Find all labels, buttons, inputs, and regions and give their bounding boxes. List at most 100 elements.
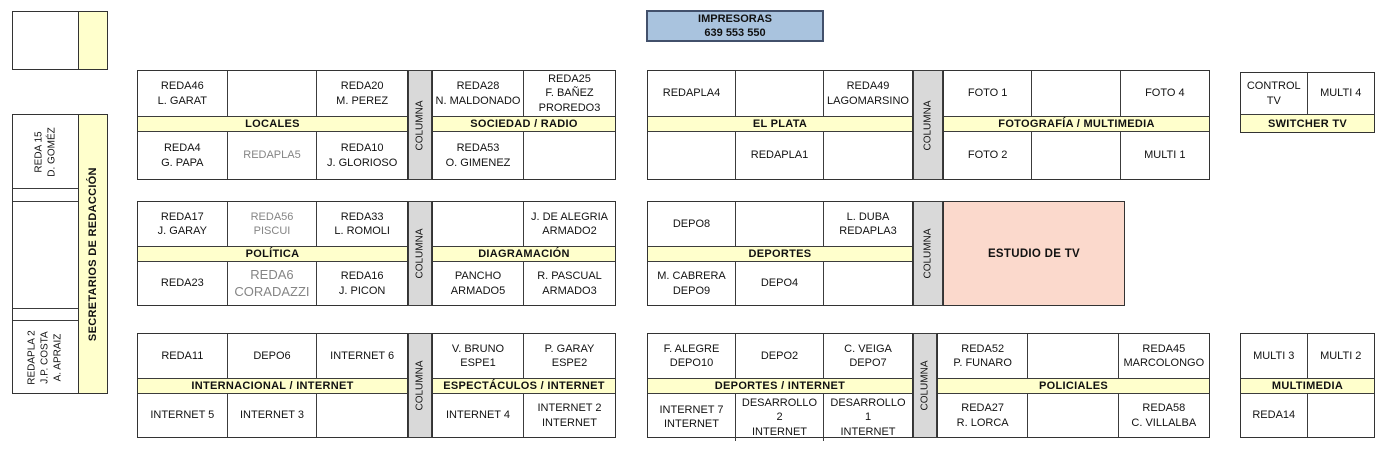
left-desk-column: REDA 15 D. GOMÉZ REDAPLA 2 J.P. COSTA A.…: [12, 114, 79, 394]
desk-cell: REDA17 J. GARAY: [138, 202, 228, 247]
columna-strip: COLUMNA: [913, 201, 943, 306]
section-header: EL PLATA: [648, 117, 912, 132]
corner-desk-box: [12, 11, 108, 70]
desk-cell: REDAPLA4: [648, 71, 736, 117]
desk-cell: [736, 71, 824, 117]
desk-redapla2-label: REDAPLA 2 J.P. COSTA A. APRAIZ: [26, 329, 64, 385]
desk-cell: R. PASCUAL ARMADO3: [537, 270, 602, 297]
desk-cell: REDAPLA1: [736, 132, 824, 179]
desk-cell: [824, 262, 912, 305]
desk-cell: MULTI 4: [1307, 73, 1374, 115]
columna-label: COLUMNA: [922, 99, 934, 151]
desk-cell: INTERNET 3: [228, 394, 318, 437]
desk-cell: [824, 132, 912, 179]
section-header: DEPORTES: [648, 247, 912, 262]
desk-cell: REDA10 J. GLORIOSO: [327, 142, 398, 169]
desk-cell: INTERNET 7 INTERNET: [648, 394, 736, 441]
section-header: DEPORTES / INTERNET: [648, 379, 912, 394]
desk-cell: INTERNET 6: [317, 334, 407, 379]
desk-cell: REDA28 N. MALDONADO: [433, 71, 524, 117]
desk-cell: [227, 71, 318, 117]
desk-cell: F. ALEGRE DEPO10: [648, 334, 736, 379]
corner-desk-white: [12, 11, 79, 70]
secretarios-label: SECRETARIOS DE REDACCIÓN: [86, 167, 99, 341]
section-header: POLICIALES: [938, 379, 1209, 394]
desk-cell: REDA14: [1241, 394, 1308, 437]
desk-cell: FOTO 1: [944, 71, 1033, 117]
section-header: SWITCHER TV: [1241, 115, 1374, 132]
desk-cell: [736, 202, 824, 247]
desk-cell: [1032, 71, 1121, 117]
tv-studio-box: ESTUDIO DE TV: [943, 201, 1125, 306]
desk-cell: MULTI 3: [1241, 334, 1308, 379]
desk-cell: [1028, 394, 1119, 437]
printers-label: IMPRESORAS 639 553 550: [698, 12, 772, 39]
columna-label: COLUMNA: [414, 228, 426, 279]
desk-cell: [1308, 394, 1375, 437]
section-header: LOCALES: [138, 117, 407, 132]
desk-cell: DESARROLLO 2 INTERNET: [736, 394, 824, 441]
desk-cell: REDA58 C. VILLALBA: [1131, 402, 1197, 429]
desk-cell: INTERNET 5: [138, 394, 228, 437]
desk-cell: REDA33 L. ROMOLI: [317, 202, 407, 247]
desk-cell: REDA11: [138, 334, 228, 379]
desk-cell: DEPO2: [736, 334, 824, 379]
desk-cell: REDA23: [138, 262, 228, 305]
desk-cell: P. GARAY ESPE2: [524, 334, 615, 379]
desk-cell: V. BRUNO ESPE1: [433, 334, 524, 379]
columna-label: COLUMNA: [922, 228, 934, 279]
desk-cell: M. CABRERA DEPO9: [648, 262, 736, 305]
desk-cell: REDA6 CORADAZZI: [228, 262, 318, 305]
columna-label: COLUMNA: [919, 360, 931, 411]
corner-desk-yellow: [78, 11, 108, 70]
desk-cell: REDA45 MARCOLONGO: [1118, 334, 1209, 379]
desk-cell: REDA27 R. LORCA: [938, 394, 1029, 437]
desk-spacer: [13, 189, 78, 202]
desk-cell: MULTI 1: [1144, 149, 1186, 162]
desk-cell: [1028, 334, 1119, 379]
desk-cell: [433, 202, 524, 247]
desk-cell: DEPO6: [227, 334, 318, 379]
printers-box: IMPRESORAS 639 553 550: [646, 10, 824, 42]
section-header: INTERNACIONAL / INTERNET: [138, 379, 407, 394]
desk-cell: INTERNET 2 INTERNET: [537, 402, 602, 429]
section-header: DIAGRAMACIÓN: [433, 247, 615, 262]
desk-cell: DEPO4: [736, 262, 824, 305]
desk-cell: C. VEIGA DEPO7: [824, 334, 912, 379]
left-desk-group: REDA 15 D. GOMÉZ REDAPLA 2 J.P. COSTA A.…: [12, 114, 108, 394]
desk-cell: [524, 132, 615, 179]
section-header: FOTOGRAFÍA / MULTIMEDIA: [944, 117, 1209, 132]
desk-redapla2: REDAPLA 2 J.P. COSTA A. APRAIZ: [13, 321, 78, 393]
section-header: MULTIMEDIA: [1241, 379, 1374, 394]
desk-cell: REDA20 M. PEREZ: [317, 71, 407, 117]
columna-label: COLUMNA: [414, 99, 426, 151]
desk-cell: REDA46 L. GARAT: [138, 71, 228, 117]
tv-studio-label: ESTUDIO DE TV: [987, 247, 1081, 260]
desk-cell: REDA53 O. GIMENEZ: [433, 132, 524, 179]
secretarios-strip: SECRETARIOS DE REDACCIÓN: [78, 114, 108, 394]
desk-cell: REDA56 PISCUI: [227, 202, 318, 247]
desk-cell: MULTI 2: [1307, 334, 1374, 379]
desk-cell: REDA52 P. FUNARO: [938, 334, 1029, 379]
empty-desk: [13, 202, 78, 309]
desk-cell: [1032, 132, 1121, 179]
columna-strip: COLUMNA: [913, 70, 943, 180]
desk-cell: PANCHO ARMADO5: [433, 262, 524, 305]
desk-reda15: REDA 15 D. GOMÉZ: [13, 115, 78, 189]
desk-cell: J. DE ALEGRIA ARMADO2: [524, 202, 615, 247]
desk-cell: FOTO 4: [1120, 71, 1209, 117]
columna-strip: COLUMNA: [408, 333, 432, 438]
desk-cell: REDA16 J. PICON: [338, 270, 386, 297]
